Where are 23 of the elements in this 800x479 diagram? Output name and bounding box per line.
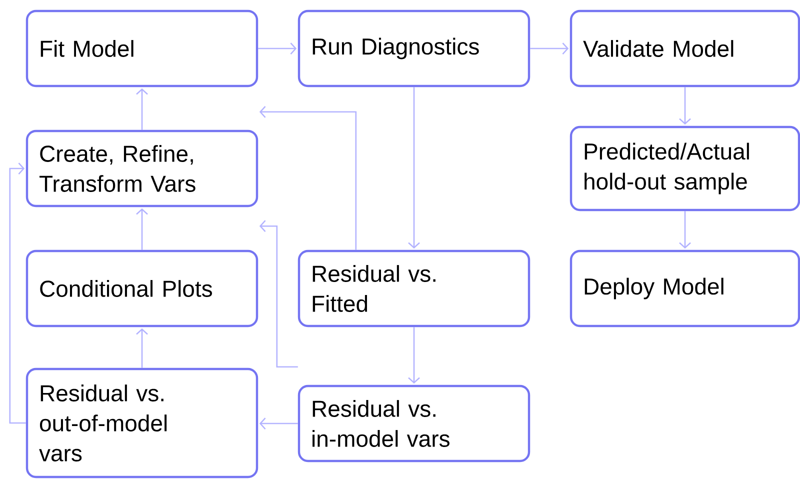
process-box: Residual vs. Fitted bbox=[298, 250, 530, 328]
arrow bbox=[259, 106, 357, 250]
arrow bbox=[136, 328, 148, 368]
process-box: Residual vs. in-model vars bbox=[298, 384, 530, 462]
arrow bbox=[258, 42, 297, 54]
arrow bbox=[259, 418, 298, 430]
process-box: Validate Model bbox=[570, 10, 800, 88]
process-box: Predicted/Actual hold-out sample bbox=[570, 126, 800, 212]
process-box: Create, Refine, Transform Vars bbox=[26, 130, 258, 208]
arrow bbox=[679, 211, 691, 249]
arrow bbox=[679, 87, 691, 125]
arrow bbox=[136, 208, 148, 250]
process-box: Residual vs. out-of-model vars bbox=[26, 368, 258, 478]
arrow bbox=[136, 88, 148, 130]
process-box: Deploy Model bbox=[570, 250, 800, 328]
process-box: Conditional Plots bbox=[26, 250, 258, 328]
arrow bbox=[259, 220, 298, 368]
process-box: Run Diagnostics bbox=[298, 10, 530, 88]
process-box: Fit Model bbox=[26, 10, 258, 88]
arrow bbox=[9, 162, 26, 424]
arrow bbox=[408, 327, 420, 384]
arrow bbox=[408, 87, 420, 249]
arrow bbox=[530, 42, 569, 54]
